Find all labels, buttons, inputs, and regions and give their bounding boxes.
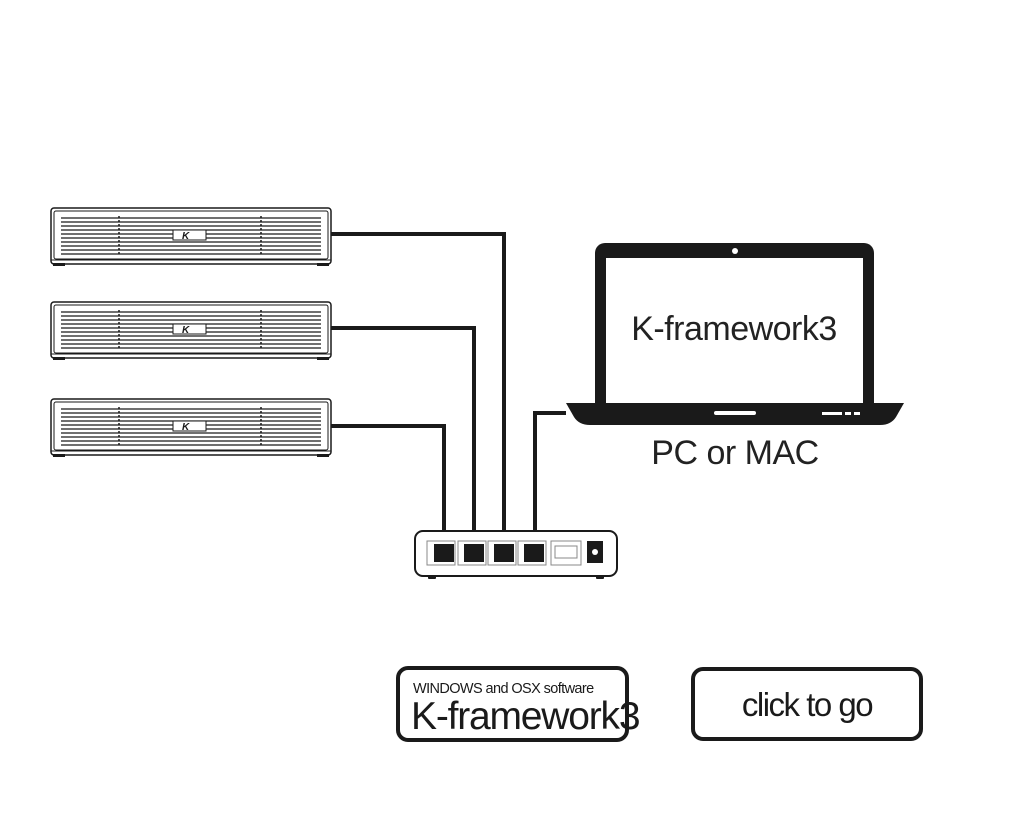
port-2-plug: [464, 544, 484, 562]
amplifier-logo: K: [182, 325, 190, 336]
amplifier-logo: K: [182, 231, 190, 242]
cables: [331, 232, 566, 545]
laptop-caption: PC or MAC: [651, 434, 819, 472]
port-3-plug: [494, 544, 514, 562]
cable-amp-2: [331, 326, 476, 545]
cable-amp-1: [331, 232, 506, 545]
click-to-go-button[interactable]: click to go: [691, 667, 923, 741]
port-1-plug: [434, 544, 454, 562]
port-4-plug: [524, 544, 544, 562]
amplifier-1: K: [50, 207, 332, 267]
uplink-port: [554, 545, 578, 559]
network-switch: [414, 530, 618, 579]
software-button-subtitle: WINDOWS and OSX software: [413, 681, 594, 697]
cable-laptop: [533, 411, 566, 545]
click-to-go-label: click to go: [741, 686, 874, 723]
laptop-screen-text: K-framework3: [631, 310, 837, 348]
amplifier-3: K: [50, 398, 332, 458]
amplifier-2: K: [50, 301, 332, 361]
software-download-button[interactable]: WINDOWS and OSX software K-framework3: [396, 666, 641, 742]
software-button-title: K-framework3: [411, 695, 641, 738]
cable-amp-3: [331, 424, 446, 545]
amplifier-logo: K: [182, 422, 190, 433]
laptop: [566, 243, 904, 425]
